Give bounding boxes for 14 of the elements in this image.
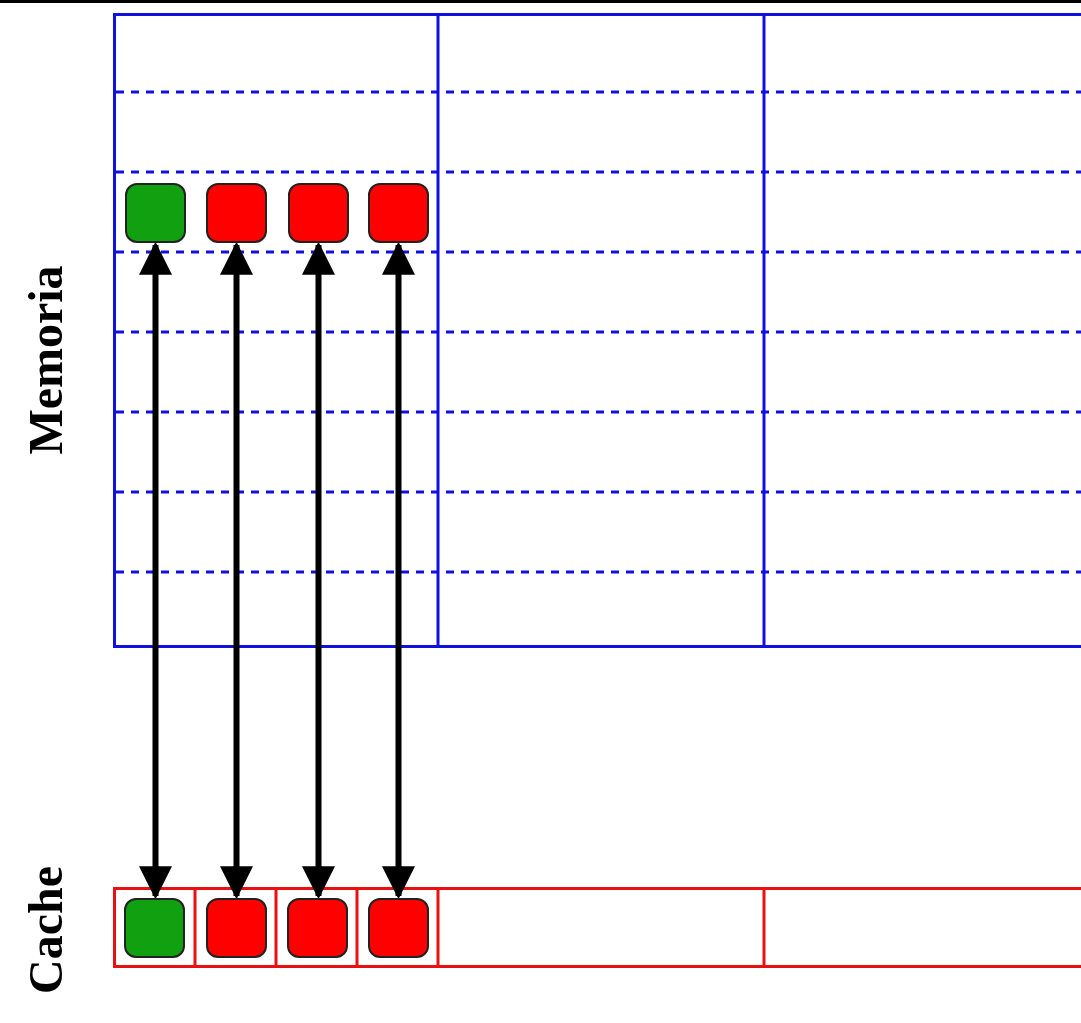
double-arrow — [382, 241, 415, 900]
double-arrow — [220, 241, 253, 900]
block-square — [206, 183, 267, 243]
vertical-heading: Memoria — [17, 265, 73, 455]
block-square — [368, 183, 429, 243]
block-square — [368, 898, 429, 958]
vertical-heading: Cache — [17, 866, 73, 994]
block-square — [288, 183, 349, 243]
block-square — [287, 898, 348, 958]
block-square — [206, 898, 267, 958]
block-square — [125, 183, 186, 243]
double-arrow — [302, 241, 335, 900]
double-arrow — [139, 241, 172, 900]
block-square — [124, 898, 185, 958]
